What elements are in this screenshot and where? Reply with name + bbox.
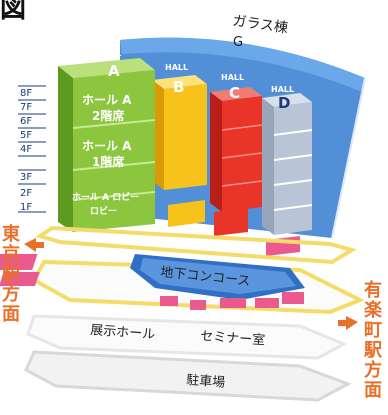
tokyo-char-4: 方: [2, 283, 20, 305]
tokyo-arrow-icon: [24, 238, 44, 252]
hall-a-upper-line2: 2階席: [92, 108, 124, 123]
tokyo-char-1: 東: [2, 223, 20, 245]
hall-a-lower-line2: 1階席: [92, 154, 124, 169]
floor-label-6f: 6F: [20, 116, 32, 127]
tokyo-direction: 東 京 駅 方 面: [1, 223, 44, 325]
hall-a-block: [58, 58, 156, 232]
hall-d-prefix: HALL: [271, 85, 294, 94]
floor-label-5f: 5F: [20, 130, 32, 141]
concourse-level: [0, 254, 365, 315]
glass-building-name: ガラス棟: [231, 13, 288, 37]
yurakucho-char-2: 楽: [364, 299, 383, 321]
yurakucho-char-6: 面: [364, 380, 382, 401]
floor-label-3f: 3F: [20, 172, 32, 183]
hall-c-letter: C: [229, 84, 240, 102]
yurakucho-char-4: 駅: [363, 340, 383, 361]
floor-scale: [18, 85, 46, 213]
hall-a-letter: A: [108, 62, 120, 80]
tokyo-char-5: 面: [2, 304, 20, 325]
floor-label-8f: 8F: [20, 88, 32, 99]
tokyo-char-3: 駅: [1, 264, 21, 285]
yurakucho-arrow-icon: [338, 316, 358, 330]
exhibition-level: [26, 314, 348, 360]
hall-c-lower-block: [214, 208, 248, 236]
yurakucho-direction: 有 楽 町 駅 方 面: [338, 279, 383, 401]
ground-level-outline: [35, 225, 358, 265]
yurakucho-char-1: 有: [364, 279, 382, 301]
hall-b-block: [152, 75, 207, 190]
parking-level: [24, 350, 352, 402]
hall-b-letter: B: [173, 78, 184, 96]
floor-label-7f: 7F: [20, 102, 32, 113]
yurakucho-char-3: 町: [364, 320, 382, 341]
hall-a-lower-line1: ホール A: [82, 139, 132, 153]
seminar-room-label: セミナー室: [200, 328, 266, 348]
hall-d-letter: D: [278, 94, 290, 112]
hall-c-block: [210, 87, 263, 212]
hall-a-lobby-line1: ホール A ロビー: [72, 191, 139, 203]
hall-b-lower-block: [168, 200, 205, 227]
page-heading: 図: [0, 0, 27, 24]
hall-a-lobby-line2: ロビー: [90, 205, 117, 217]
floor-label-1f: 1F: [20, 202, 32, 213]
hall-c-prefix: HALL: [221, 73, 244, 82]
parking-label: 駐車場: [186, 373, 226, 391]
glass-building-letter: G: [233, 35, 243, 50]
hall-a-prefix: HALL: [98, 49, 121, 58]
hall-b-prefix: HALL: [165, 63, 188, 72]
exhibition-hall-label: 展示ホール: [90, 323, 156, 342]
tokyo-char-2: 京: [2, 243, 20, 265]
hall-a-upper-line1: ホール A: [82, 93, 132, 107]
floor-label-4f: 4F: [20, 144, 32, 155]
yurakucho-char-5: 方: [364, 359, 382, 381]
floor-label-2f: 2F: [20, 188, 32, 199]
hall-d-block: [262, 93, 313, 235]
